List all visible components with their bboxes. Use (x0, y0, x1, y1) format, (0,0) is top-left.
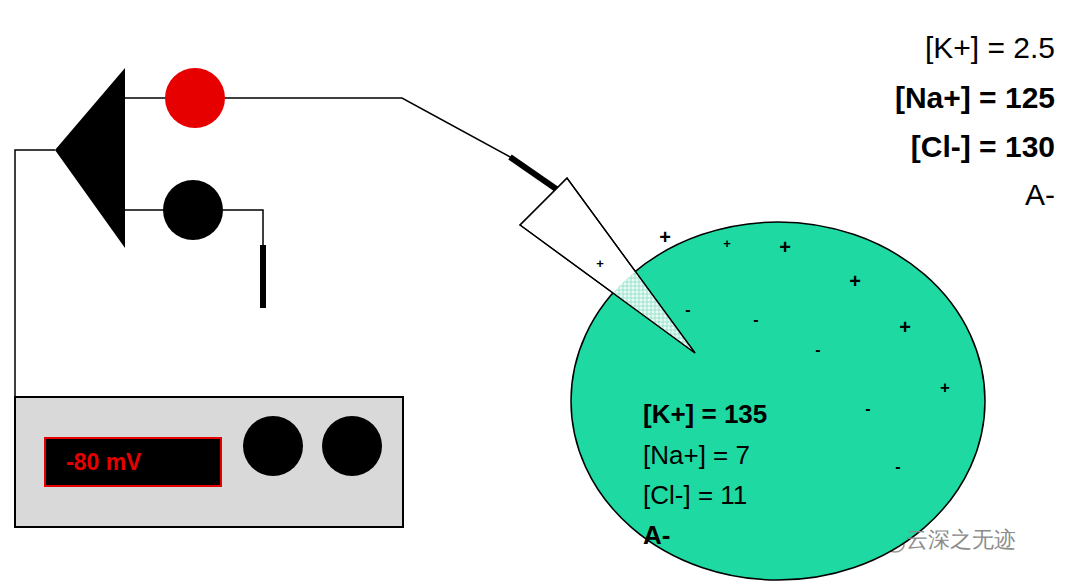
knob (243, 416, 303, 476)
electrode-wire (510, 157, 562, 193)
charge-sign: - (895, 459, 900, 475)
charge-sign: - (815, 342, 820, 358)
voltage-display: -80 mV (44, 437, 222, 487)
ion-concentration: [K+] = 2.5 (925, 33, 1055, 63)
charge-sign: - (753, 312, 758, 328)
charge-sign: + (723, 237, 731, 250)
ion-concentration: [Cl-] = 130 (911, 132, 1055, 162)
charge-sign: + (940, 379, 950, 396)
reference-electrode (260, 245, 266, 308)
recording-terminal (165, 68, 225, 128)
ion-concentration: [Na+] = 7 (643, 442, 750, 468)
charge-sign: + (659, 227, 671, 247)
reference-terminal (163, 180, 223, 240)
micropipette (520, 178, 695, 353)
knob (322, 416, 382, 476)
charge-sign: - (865, 401, 870, 417)
charge-sign: + (849, 271, 861, 291)
anion-label: A- (1025, 180, 1055, 210)
charge-sign: + (596, 257, 604, 270)
watermark: 云深之无迹 (906, 529, 1016, 551)
amplifier-symbol (55, 68, 125, 248)
charge-sign: + (899, 317, 911, 337)
voltage-reading: -80 mV (66, 451, 141, 474)
ion-concentration: [K+] = 135 (643, 401, 767, 427)
cell-body-shape (569, 220, 987, 582)
ion-concentration: [Na+] = 125 (895, 83, 1055, 113)
ion-concentration: [Cl-] = 11 (643, 482, 747, 508)
charge-sign: + (779, 237, 791, 257)
voltmeter (15, 397, 403, 527)
ion-concentration: A- (643, 522, 670, 548)
cell-body: [K+] = 135 [Na+] = 7 [Cl-] = 11 A- (569, 220, 987, 582)
charge-sign: - (685, 302, 690, 318)
